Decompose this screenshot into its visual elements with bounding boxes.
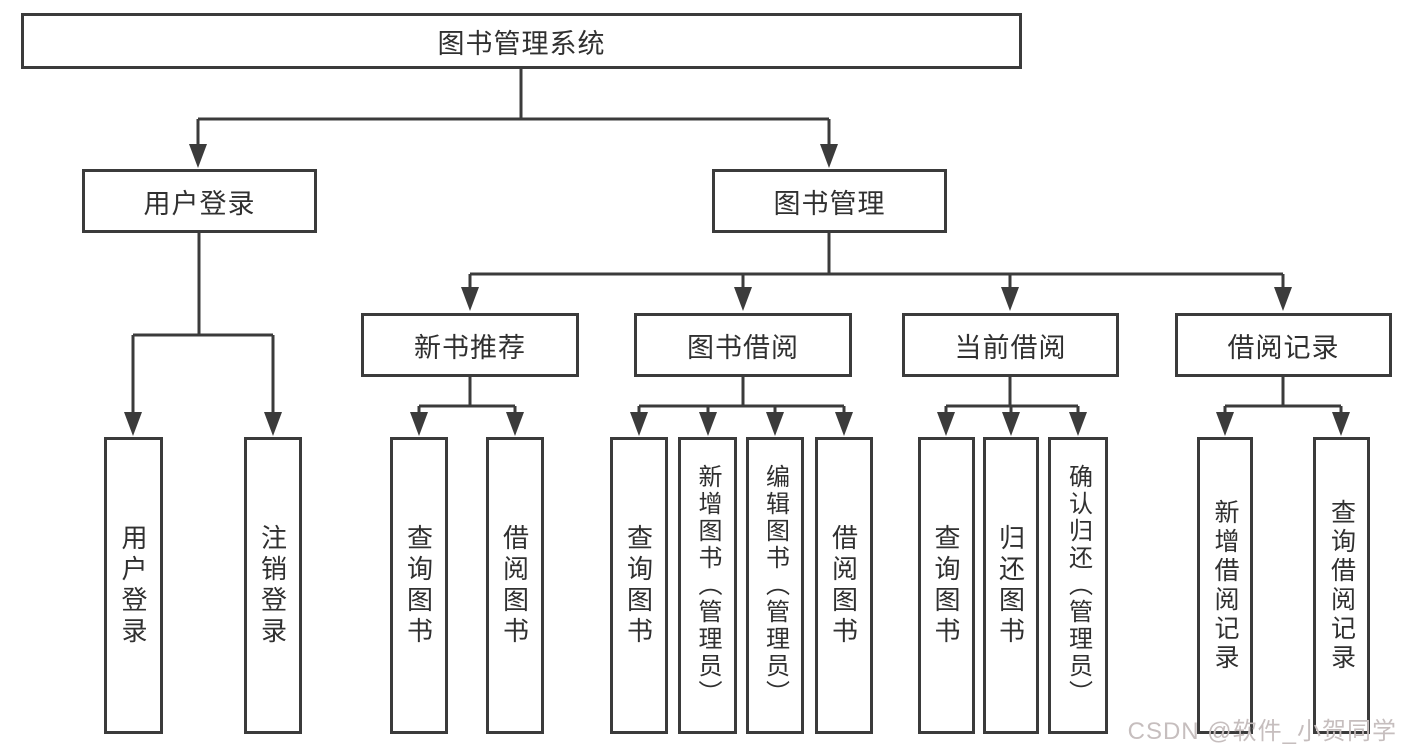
leaf-bb-edit-books-admin-label: 编辑图书（管理员）	[761, 464, 789, 707]
leaf-user-login: 用户登录	[104, 437, 163, 734]
leaf-br-query-record-label: 查询借阅记录	[1327, 498, 1356, 673]
arrowheads	[124, 144, 1350, 436]
leaf-rec-query-books: 查询图书	[390, 437, 448, 734]
node-borrow-records-label: 借阅记录	[1227, 332, 1340, 363]
node-root-label: 图书管理系统	[437, 28, 606, 59]
node-book-borrowing-label: 图书借阅	[687, 332, 799, 363]
leaf-cb-query-books-label: 查询图书	[931, 523, 961, 648]
leaf-logout-label: 注销登录	[257, 523, 288, 648]
node-book-borrowing: 图书借阅	[634, 313, 852, 377]
leaf-cb-confirm-return-admin-label: 确认归还（管理员）	[1064, 464, 1092, 707]
leaf-bb-borrow-books: 借阅图书	[815, 437, 873, 734]
leaf-rec-borrow-books: 借阅图书	[486, 437, 544, 734]
csdn-watermark: CSDN @软件_小贺同学	[1127, 718, 1397, 745]
leaf-br-add-record-label: 新增借阅记录	[1211, 498, 1239, 673]
node-borrow-records: 借阅记录	[1175, 313, 1392, 377]
leaf-bb-add-books-admin: 新增图书（管理员）	[678, 437, 737, 734]
leaf-rec-borrow-books-label: 借阅图书	[499, 523, 530, 648]
leaf-user-login-label: 用户登录	[118, 523, 148, 648]
leaf-cb-return-books-label: 归还图书	[995, 523, 1026, 648]
leaf-cb-confirm-return-admin: 确认归还（管理员）	[1048, 437, 1108, 734]
leaf-bb-query-books-label: 查询图书	[623, 523, 654, 648]
node-book-management: 图书管理	[712, 169, 947, 233]
node-new-book-recommend: 新书推荐	[361, 313, 579, 377]
leaf-bb-add-books-admin-label: 新增图书（管理员）	[694, 464, 721, 707]
leaf-logout: 注销登录	[244, 437, 302, 734]
leaf-bb-borrow-books-label: 借阅图书	[828, 523, 859, 648]
leaf-cb-return-books: 归还图书	[983, 437, 1039, 734]
node-current-borrowing: 当前借阅	[902, 313, 1119, 377]
connector-path	[131, 69, 1343, 414]
leaf-cb-query-books: 查询图书	[918, 437, 975, 734]
node-root: 图书管理系统	[21, 13, 1022, 69]
leaf-br-add-record: 新增借阅记录	[1197, 437, 1253, 734]
leaf-bb-edit-books-admin: 编辑图书（管理员）	[746, 437, 804, 734]
leaf-rec-query-books-label: 查询图书	[403, 523, 434, 648]
leaf-br-query-record: 查询借阅记录	[1313, 437, 1370, 734]
node-book-management-label: 图书管理	[773, 188, 886, 219]
node-user-login-label: 用户登录	[143, 188, 256, 219]
leaf-bb-query-books: 查询图书	[610, 437, 668, 734]
node-new-book-recommend-label: 新书推荐	[414, 332, 526, 363]
node-current-borrowing-label: 当前借阅	[954, 332, 1067, 363]
node-user-login: 用户登录	[82, 169, 317, 233]
